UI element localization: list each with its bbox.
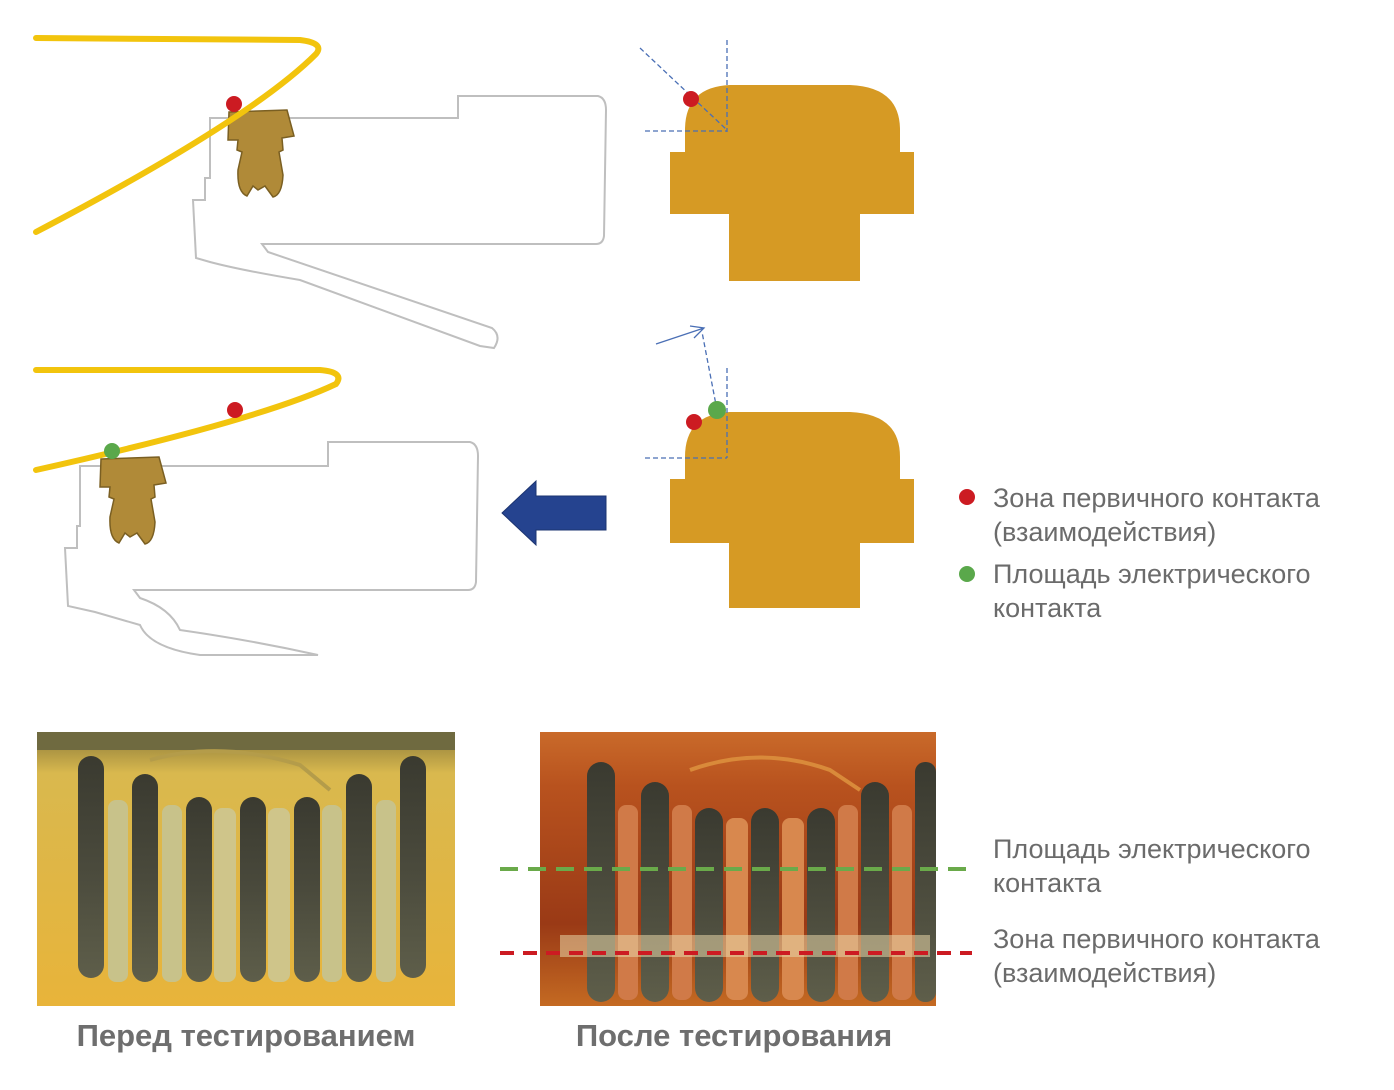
wire xyxy=(33,367,342,473)
plug-outline xyxy=(63,441,480,656)
contact-head xyxy=(670,85,914,281)
label-primary-line2: (взаимодействия) xyxy=(993,958,1216,988)
legend-primary-line1: Зона первичного контакта xyxy=(993,483,1321,513)
label-primary-line1: Зона первичного контакта xyxy=(993,924,1321,954)
primary-contact-dot xyxy=(683,91,699,107)
primary-contact-dot xyxy=(227,402,243,418)
electrical-contact-dot xyxy=(708,401,726,419)
photo-before xyxy=(37,732,455,1006)
electrical-contact-dot xyxy=(104,443,120,459)
contact-profile-top xyxy=(639,40,914,281)
plug-profile-top xyxy=(33,35,608,350)
wear-band xyxy=(560,935,930,957)
primary-contact-dot xyxy=(226,96,242,112)
plug-profile-bottom xyxy=(33,367,480,656)
direction-arrow xyxy=(655,325,706,345)
legend-electrical-line1: Площадь электрического xyxy=(993,559,1311,589)
wire xyxy=(33,35,322,235)
label-electrical-line2: контакта xyxy=(993,868,1102,898)
legend-electrical-line2: контакта xyxy=(993,593,1102,623)
contact-blade xyxy=(99,456,167,545)
photo-labels: Площадь электрического контакта Зона пер… xyxy=(993,834,1321,988)
caption-before: Перед тестированием xyxy=(77,1018,416,1053)
contact-profile-bottom xyxy=(645,325,914,608)
photo-before-top-edge xyxy=(37,732,455,750)
plug-outline xyxy=(191,95,608,350)
photo-after-trace xyxy=(689,755,862,792)
photo-before-pins xyxy=(78,756,426,982)
guide-diagonal xyxy=(701,331,718,411)
guide-diagonal xyxy=(639,47,728,131)
legend: Зона первичного контакта (взаимодействия… xyxy=(959,483,1321,623)
contact-head xyxy=(670,412,914,608)
legend-red-dot xyxy=(959,489,975,505)
primary-contact-dot xyxy=(686,414,702,430)
legend-primary-line2: (взаимодействия) xyxy=(993,517,1216,547)
left-arrow-icon xyxy=(501,479,607,547)
caption-after: После тестирования xyxy=(576,1018,892,1053)
label-electrical-line1: Площадь электрического xyxy=(993,834,1311,864)
photo-before-trace xyxy=(149,749,332,792)
contact-blade xyxy=(227,109,295,198)
legend-green-dot xyxy=(959,566,975,582)
